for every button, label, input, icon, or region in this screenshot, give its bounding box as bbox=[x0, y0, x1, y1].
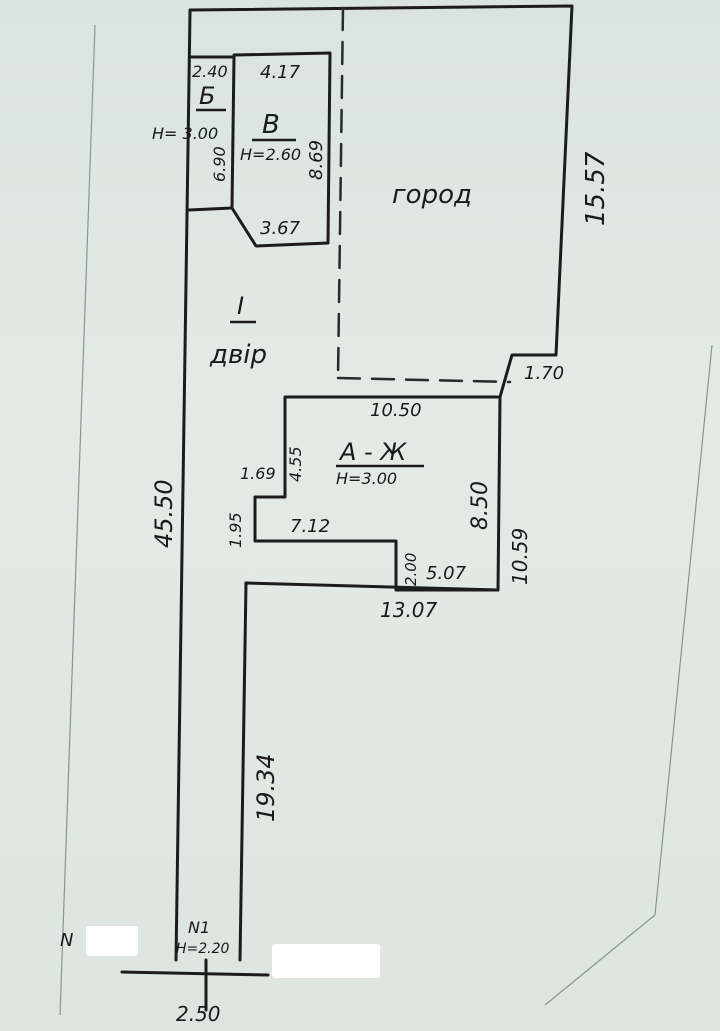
label-v-top: 4.17 bbox=[260, 62, 301, 83]
label-a-right-inner: 8.50 bbox=[468, 481, 493, 530]
label-a-mid: 7.12 bbox=[290, 516, 331, 537]
label-gate-height: Н=2.20 bbox=[176, 941, 230, 957]
label-b-height: Н= 3.00 bbox=[152, 124, 219, 143]
lane-boundary bbox=[238, 581, 248, 962]
building-a-bottom bbox=[244, 581, 500, 592]
label-a-inner-step: 2.00 bbox=[402, 552, 420, 586]
label-a-right-outer: 10.59 bbox=[508, 527, 532, 585]
garden-boundary-horizontal bbox=[336, 376, 512, 384]
sheet-outline-bottom bbox=[544, 914, 656, 1006]
sheet-outline-right bbox=[654, 344, 713, 916]
label-v-height: Н=2.60 bbox=[240, 145, 302, 164]
label-a-left-upper: 4.55 bbox=[286, 446, 305, 482]
label-b-width: 2.40 bbox=[192, 62, 228, 81]
label-lane: 19.34 bbox=[252, 753, 280, 822]
redacted-block-right bbox=[272, 944, 380, 978]
label-bottom-width: 2.50 bbox=[176, 1002, 221, 1026]
label-a-left-mid: 1.95 bbox=[226, 512, 245, 548]
label-a-inner-bottom: 5.07 bbox=[426, 563, 467, 584]
label-v-letter: В bbox=[262, 110, 280, 140]
label-b-depth: 6.90 bbox=[210, 146, 229, 182]
label-a-letter: А - Ж bbox=[340, 438, 407, 466]
label-a-step: 1.69 bbox=[240, 464, 276, 483]
garden-boundary-vertical bbox=[336, 6, 345, 380]
label-n-prefix: N bbox=[60, 930, 74, 951]
lot-boundary bbox=[188, 4, 574, 592]
label-yard-roman: І bbox=[237, 292, 245, 320]
label-a-bottom: 13.07 bbox=[380, 598, 438, 622]
front-line bbox=[120, 970, 270, 977]
label-yard: двір bbox=[210, 340, 268, 370]
label-garden-side: 15.57 bbox=[581, 151, 611, 226]
lot-left-boundary bbox=[174, 10, 192, 962]
building-v-outline bbox=[230, 51, 332, 248]
label-notch-width: 1.70 bbox=[524, 363, 565, 384]
label-v-bottom: 3.67 bbox=[260, 218, 301, 239]
redacted-block-left bbox=[86, 926, 138, 956]
building-b-outline bbox=[187, 55, 236, 212]
sheet-outline-left bbox=[59, 24, 96, 1016]
label-a-height: Н=3.00 bbox=[336, 469, 398, 488]
label-lot-left: 45.50 bbox=[150, 479, 178, 548]
label-gate-no: N1 bbox=[188, 918, 211, 937]
label-v-side: 8.69 bbox=[306, 139, 327, 180]
label-garden: город bbox=[392, 180, 472, 210]
label-b-letter: Б bbox=[199, 82, 216, 110]
label-a-top: 10.50 bbox=[370, 400, 422, 421]
